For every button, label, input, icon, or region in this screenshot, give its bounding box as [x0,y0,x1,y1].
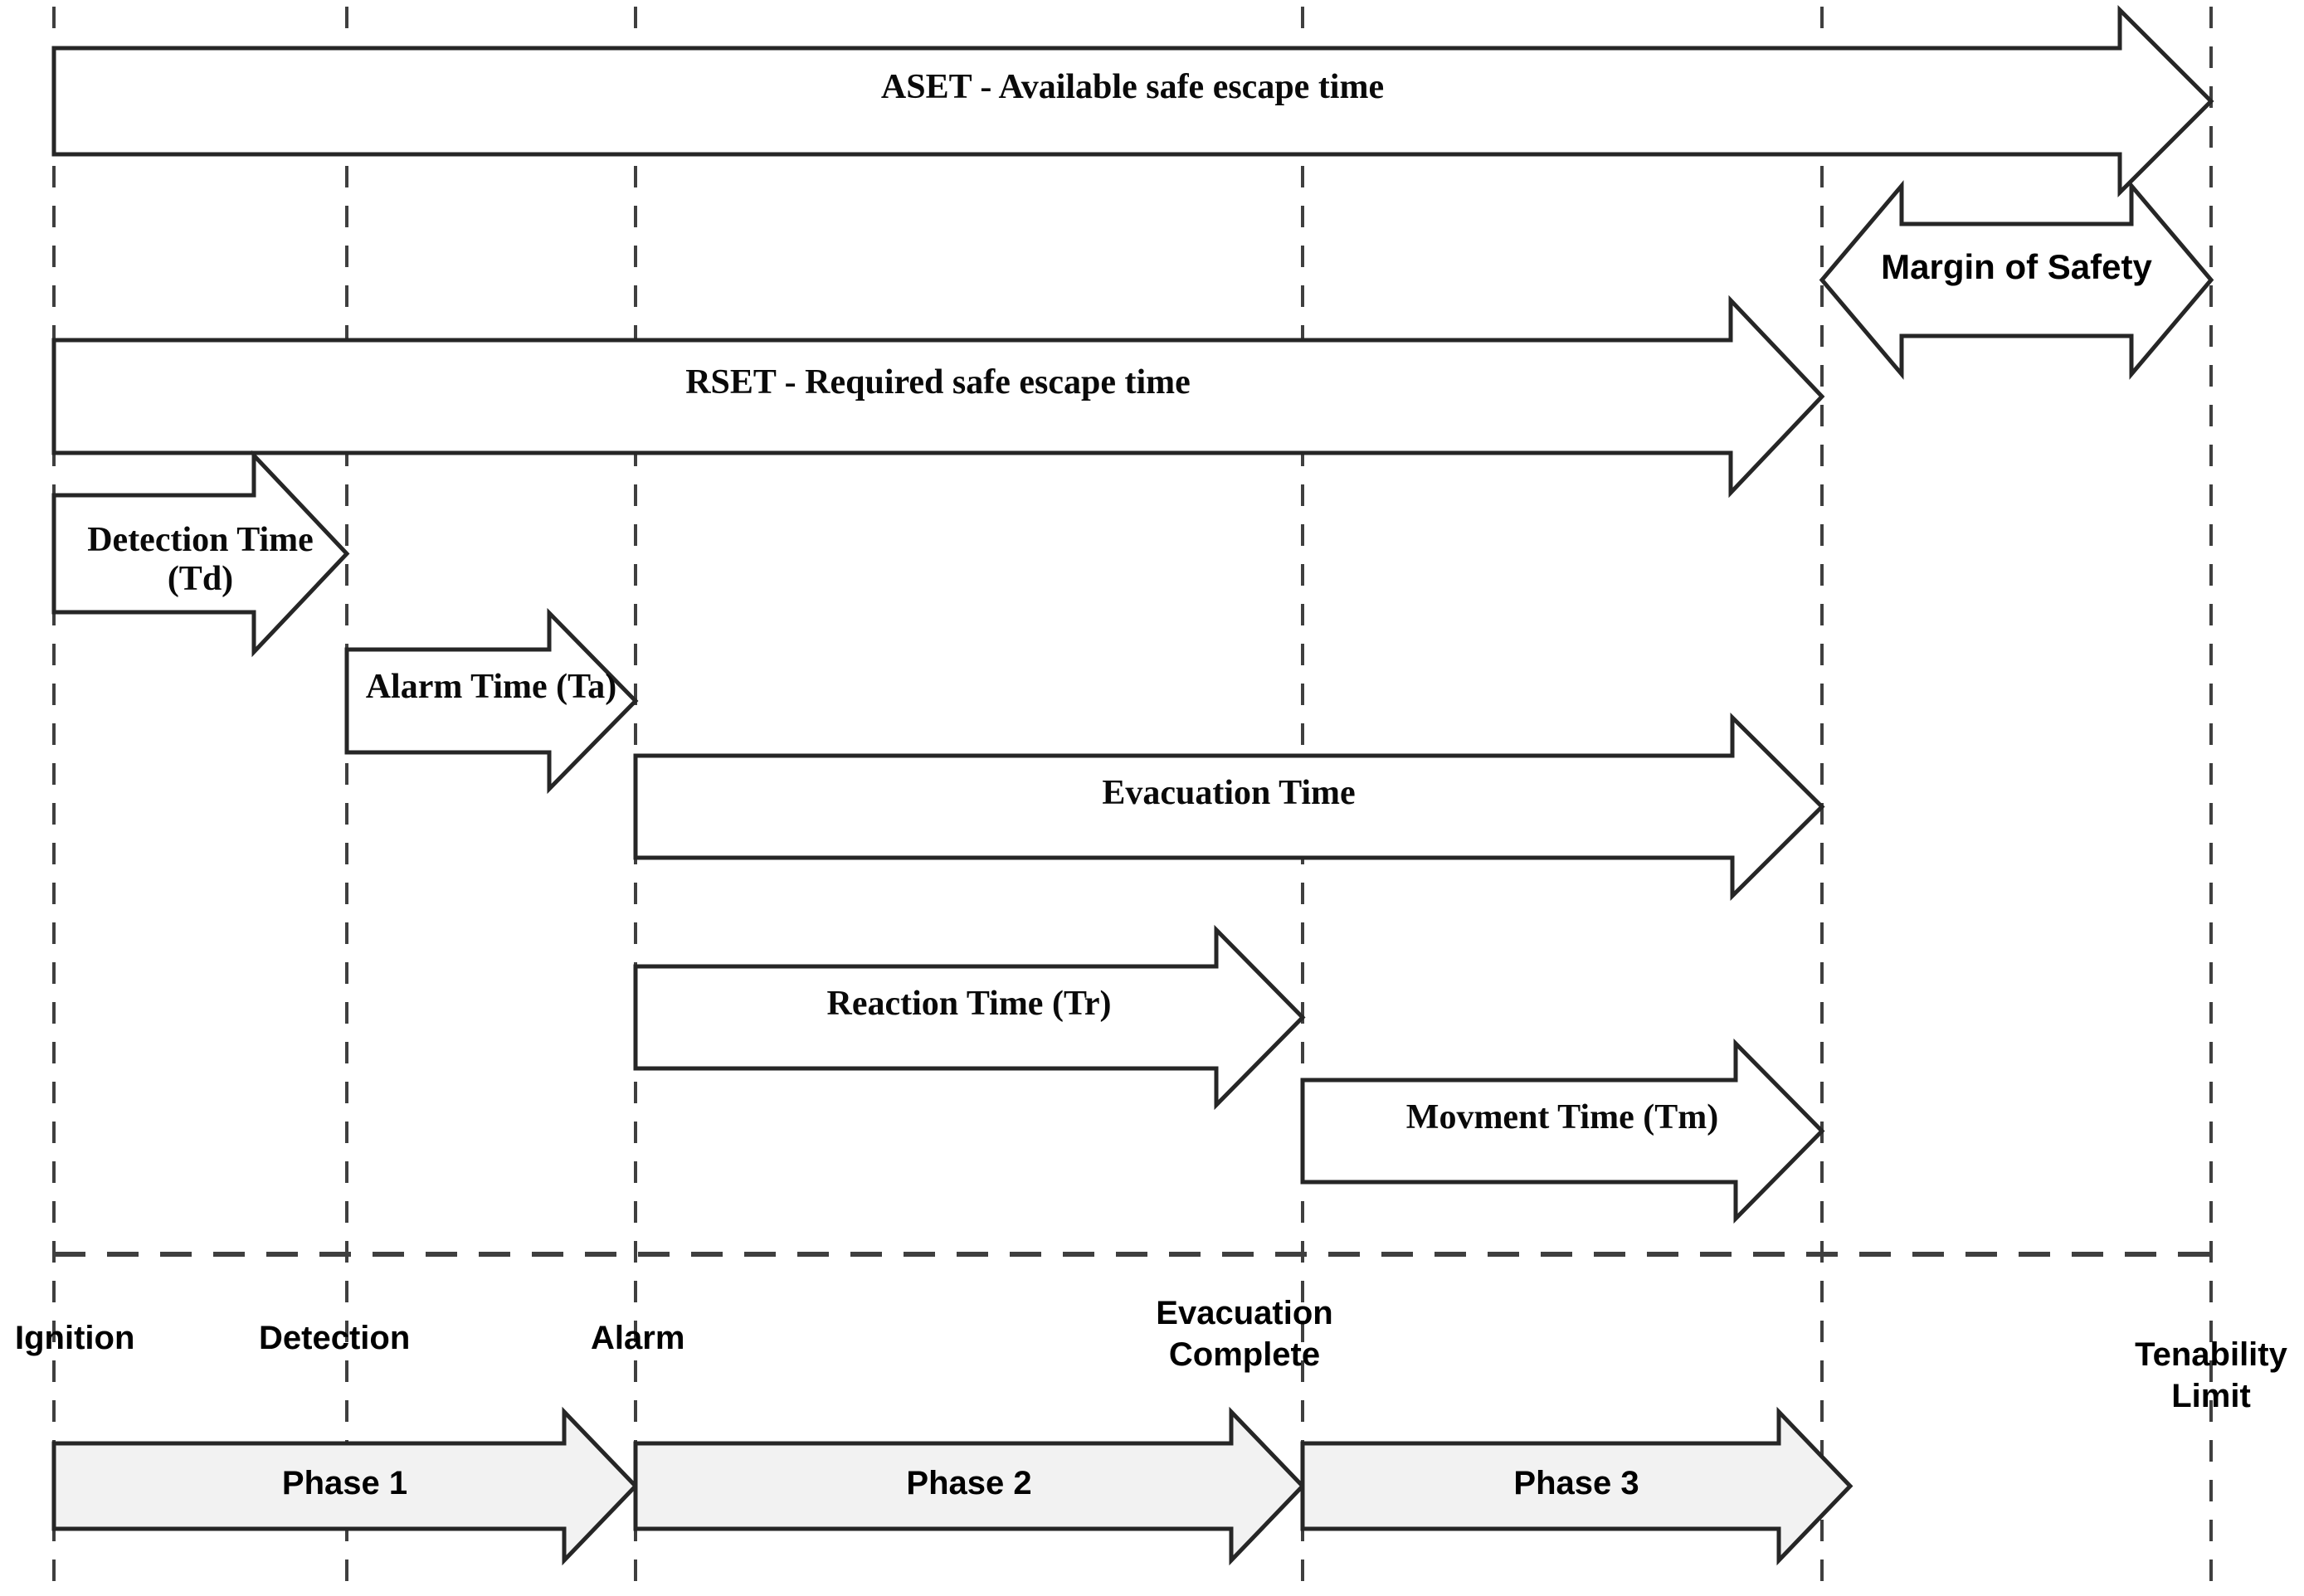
bar-alarm-time [344,607,639,795]
label-evac: Evacuation Complete [1156,1295,1333,1373]
bar-label-movement-time: Movment Time (Tm) [1405,1097,1719,1136]
bar-detection-time [51,450,350,658]
bar-movement-time [1300,1038,1825,1224]
bar-label-rset: RSET - Required safe escape time [685,363,1191,401]
phase-bar-phase-1 [51,1406,639,1566]
bar-aset [51,4,2214,198]
bar-label-margin-of-safety: Margin of Safety [1881,246,2152,286]
phase-bar-phase-2 [633,1406,1306,1566]
phase-label-phase-1: Phase 1 [281,1464,408,1501]
bar-evacuation-time [633,712,1825,902]
bar-margin-of-safety [1819,180,2214,380]
label-alarm: Alarm [591,1320,685,1356]
label-detection: Detection [259,1320,411,1356]
bar-label-alarm-time: Alarm Time (Ta) [365,668,617,706]
phase-label-phase-3: Phase 3 [1513,1464,1639,1501]
bar-label-detection-time: Detection Time (Td) [87,520,314,598]
bar-label-evacuation-time: Evacuation Time [1102,773,1356,812]
label-tenability: Tenability Limit [2135,1336,2287,1414]
bar-rset [51,294,1825,499]
bar-reaction-time [633,924,1306,1111]
phase-bar-phase-3 [1300,1406,1853,1566]
bar-label-reaction-time: Reaction Time (Tr) [826,984,1112,1023]
phase-label-phase-2: Phase 2 [906,1464,1032,1501]
bar-label-aset: ASET - Available safe escape time [880,68,1385,106]
label-ignition: Ignition [15,1320,135,1356]
